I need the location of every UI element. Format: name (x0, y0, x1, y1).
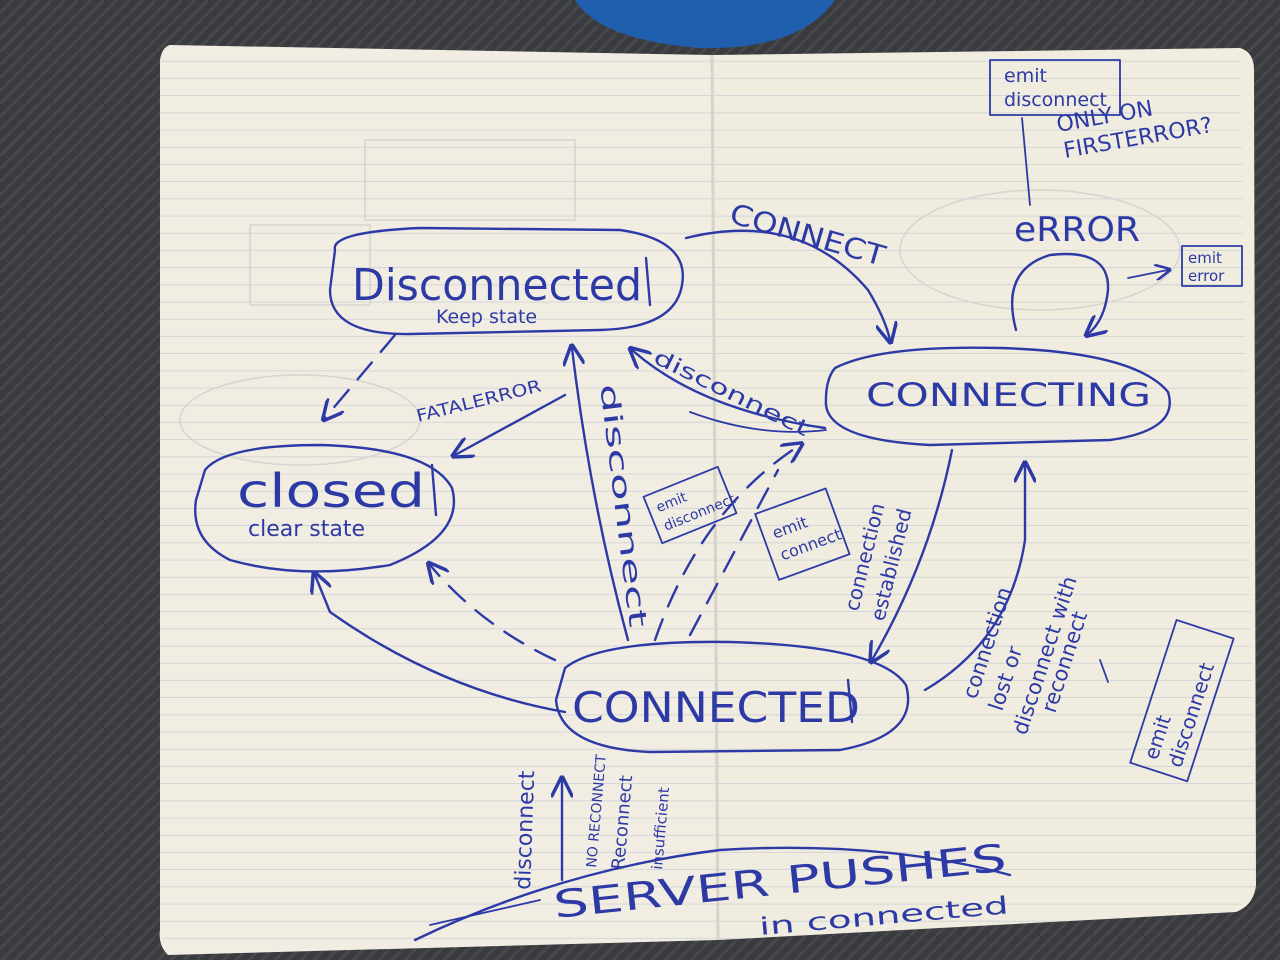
edge-connect-arrow (684, 229, 890, 340)
closed-node: closed clear state (194, 443, 456, 573)
error-node: eRROR (1010, 210, 1140, 334)
svg-text:emit: emit (1004, 65, 1047, 87)
edge-connection-established-arrow (872, 448, 954, 660)
error-self-loop (1010, 252, 1110, 334)
edge-disconnect-arrow (632, 350, 827, 430)
closed-title: closed (237, 464, 425, 518)
note-emit-error: emit error (1127, 245, 1243, 287)
edge-connected-to-disconnected (572, 348, 630, 642)
left-page-rules (160, 45, 718, 955)
connecting-title: CONNECTING (866, 376, 1151, 414)
error-title: eRROR (1014, 210, 1140, 250)
edge-disconnected-to-closed (325, 333, 397, 418)
edge-connected-to-closed-dashed (430, 565, 557, 662)
edge-connection-lost-arrow (923, 465, 1025, 692)
edge-connected-to-connecting-dashed (653, 445, 800, 642)
connecting-node: CONNECTING (824, 346, 1171, 447)
disconnected-title: Disconnected (352, 260, 642, 311)
disconnected-node: Disconnected Keep state (328, 226, 685, 336)
edge-fatal-error-arrow (455, 393, 567, 455)
right-page-rules (712, 48, 1256, 940)
blue-cover-object (575, 0, 835, 49)
svg-text:disconnect: disconnect (1004, 89, 1107, 111)
edge-connected-to-connecting-dashed-2 (688, 468, 780, 637)
pencil-ghost-marks (179, 139, 1181, 466)
disconnected-subtitle: Keep state (436, 306, 537, 328)
svg-text:emit: emit (1188, 249, 1222, 267)
svg-text:error: error (1188, 267, 1225, 285)
closed-subtitle: clear state (248, 517, 365, 542)
edge-disconnect-underline (689, 411, 827, 433)
spine-fold (710, 54, 720, 941)
connected-node: CONNECTED (554, 640, 910, 754)
edge-server-disconnect-label: disconnect (511, 770, 540, 890)
edge-connected-to-closed (315, 575, 567, 714)
connected-title: CONNECTED (572, 683, 860, 732)
